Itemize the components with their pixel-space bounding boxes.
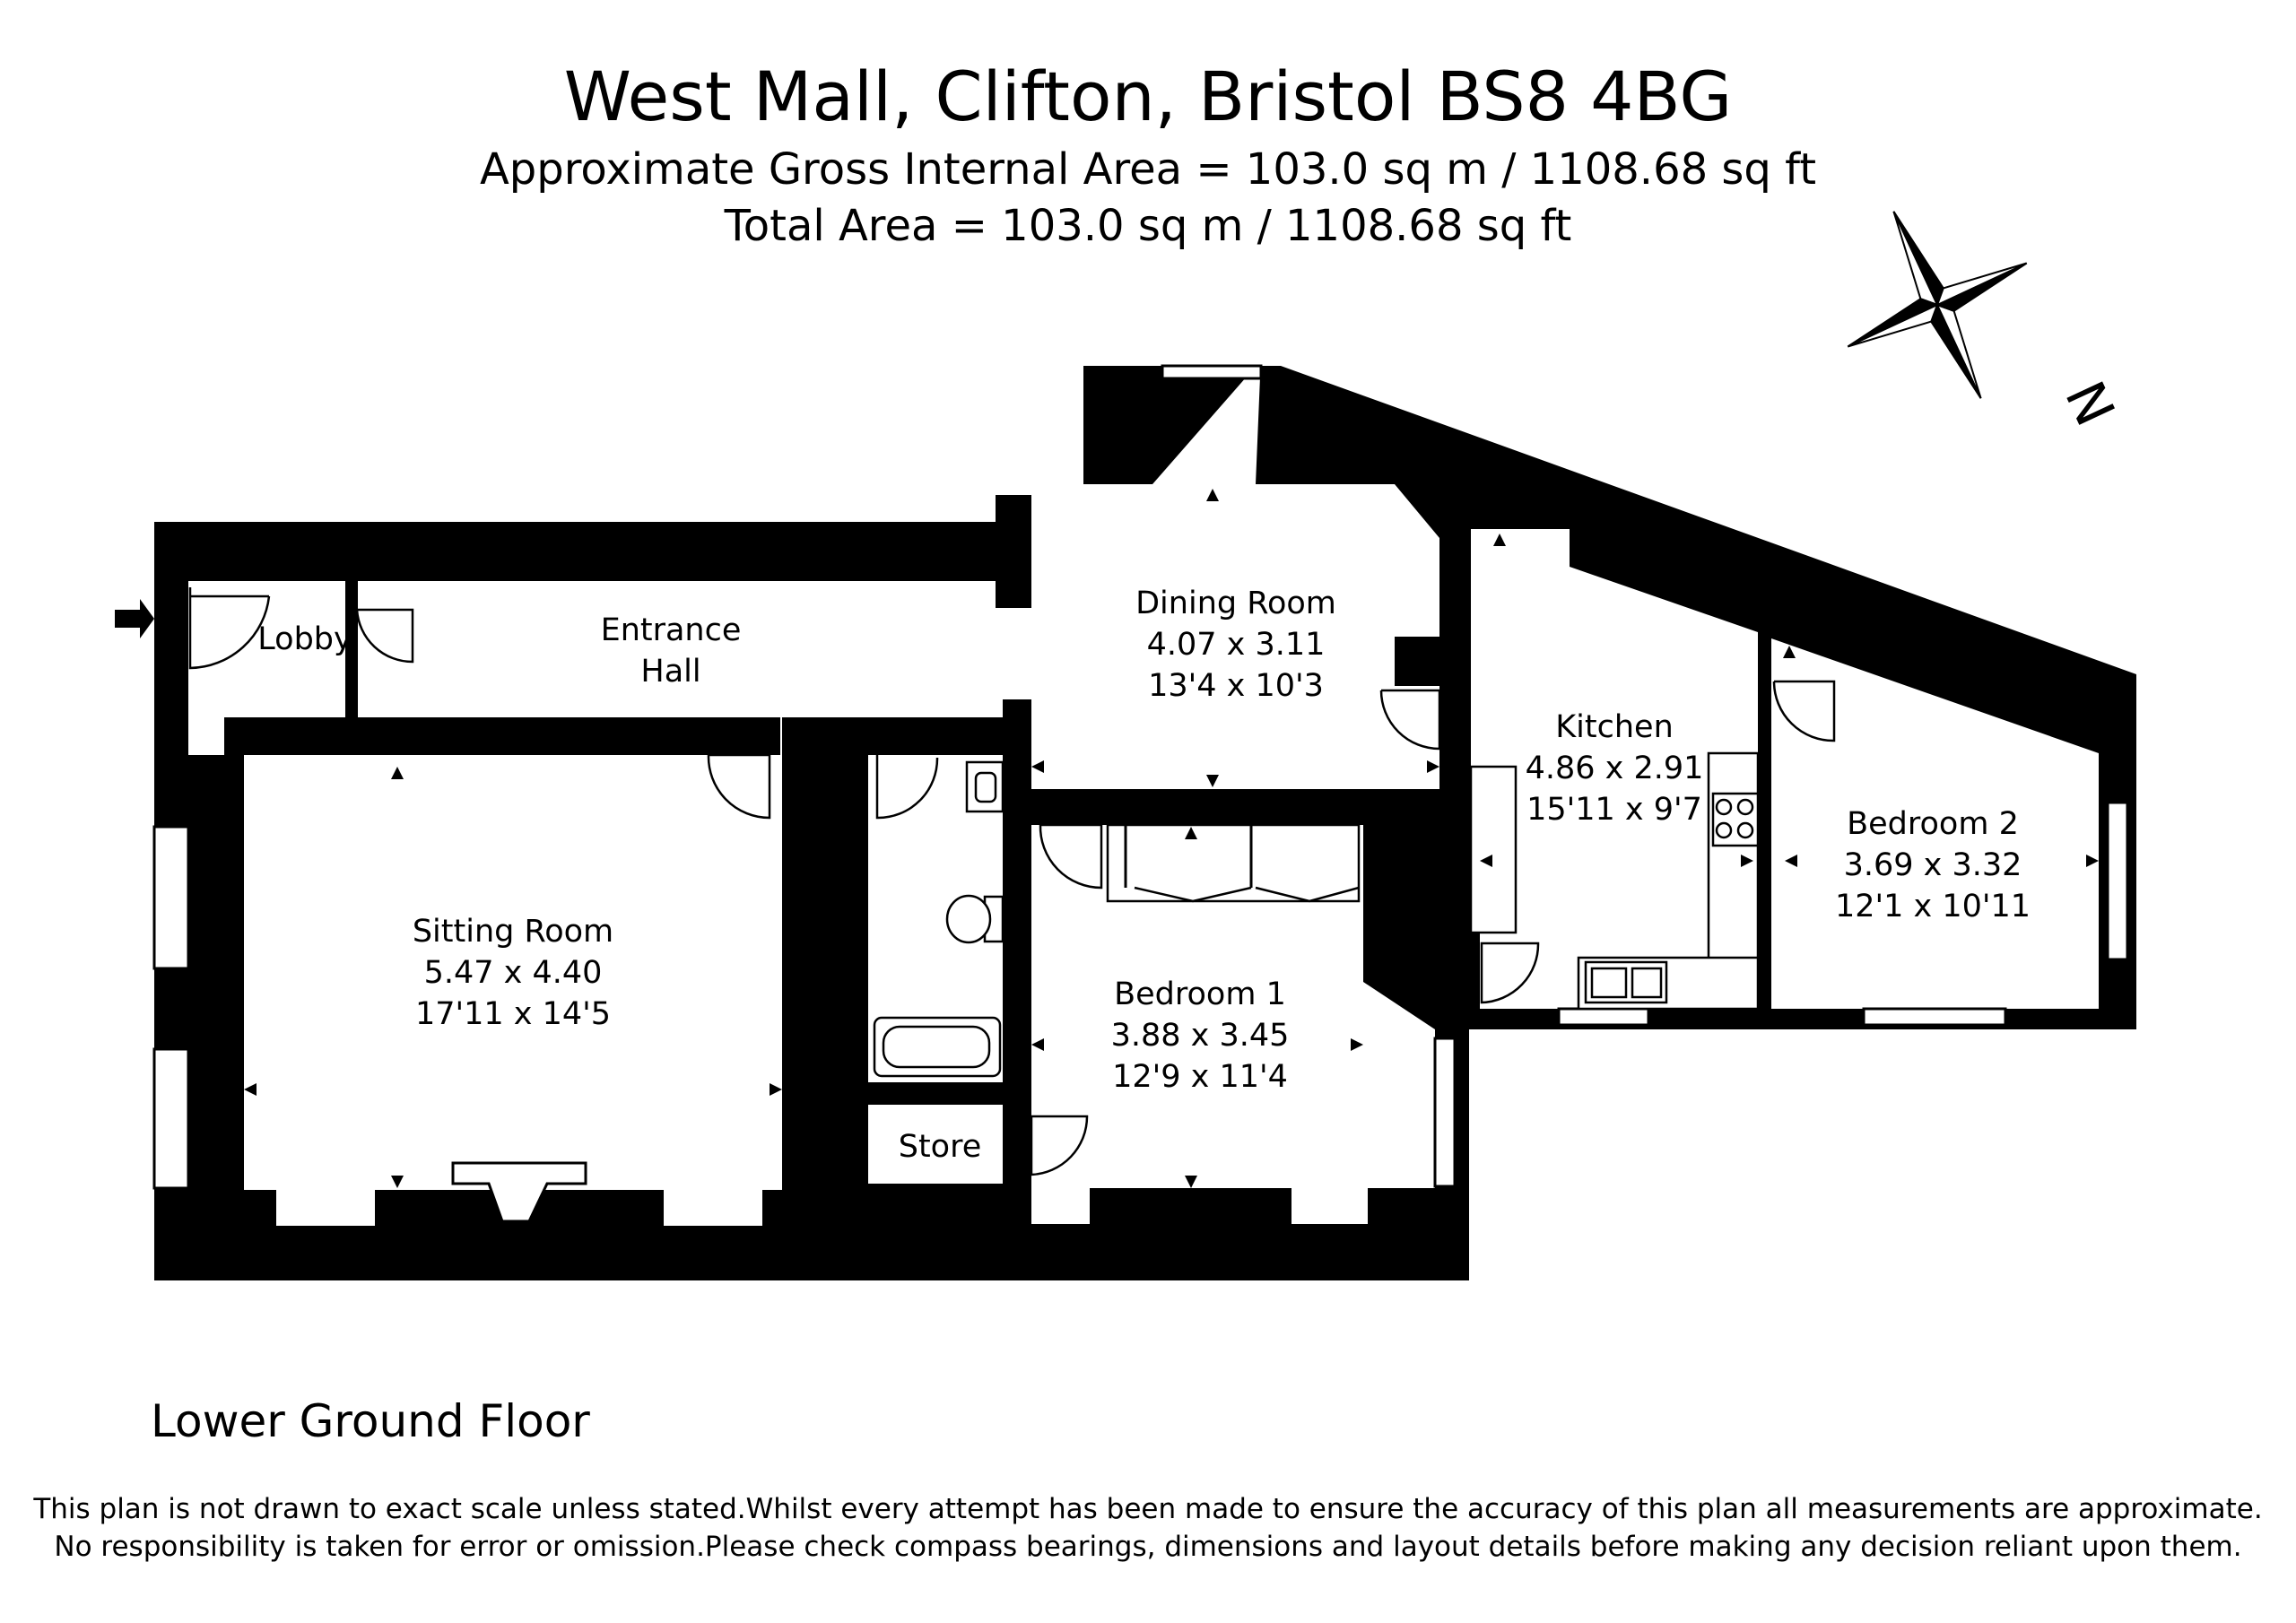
bedroom-1-metric: 3.88 x 3.45: [1111, 1018, 1290, 1054]
wall-lobby-partition: [345, 581, 358, 717]
sitting-room-name: Sitting Room: [413, 914, 613, 950]
sitting-room-metric: 5.47 x 4.40: [424, 955, 603, 991]
fireplace: [451, 1161, 587, 1223]
total-area: Total Area = 103.0 sq m / 1108.68 sq ft: [724, 201, 1572, 251]
bedroom-1-imperial: 12'9 x 11'4: [1112, 1059, 1288, 1095]
dining-room-name: Dining Room: [1135, 586, 1336, 621]
plan-title: West Mall, Clifton, Bristol BS8 4BG: [563, 56, 1733, 136]
door-dining-kitchen: [1379, 689, 1441, 751]
doors: [188, 587, 1836, 1176]
bedroom-2-imperial: 12'1 x 10'11: [1835, 889, 2031, 924]
kitchen-metric: 4.86 x 2.91: [1526, 751, 1704, 786]
compass-north-label: N: [2052, 372, 2126, 435]
wc-bowl: [945, 894, 992, 944]
entrance-hall-label-1: Entrance: [601, 612, 742, 648]
dining-room-imperial: 13'4 x 10'3: [1148, 668, 1324, 704]
compass-rose: [1847, 211, 2028, 399]
entrance-arrow: [115, 599, 154, 638]
bedroom-2-name: Bedroom 2: [1847, 806, 2019, 842]
windows: [152, 364, 2129, 1190]
bedroom-2-metric: 3.69 x 3.32: [1844, 847, 2022, 883]
dimension-markers: [244, 489, 2099, 1188]
store-label: Store: [899, 1129, 982, 1165]
door-kitchen-side: [1480, 942, 1540, 1004]
door-lobby: [355, 608, 414, 664]
fixtures: [873, 751, 1760, 1078]
kitchen-imperial: 15'11 x 9'7: [1526, 792, 1702, 828]
lobby-label: Lobby: [257, 621, 352, 657]
room-labels: Lobby Entrance Hall Dining Room 4.07 x 3…: [257, 586, 2031, 1165]
gross-internal-area: Approximate Gross Internal Area = 103.0 …: [479, 144, 1817, 195]
floor-label: Lower Ground Floor: [151, 1395, 590, 1447]
walls: [154, 366, 2136, 1280]
disclaimer-line-1: This plan is not drawn to exact scale un…: [33, 1493, 2263, 1525]
bedroom-1-name: Bedroom 1: [1114, 976, 1286, 1012]
door-front: [188, 587, 271, 670]
kitchen-name: Kitchen: [1555, 709, 1674, 745]
dining-room-metric: 4.07 x 3.11: [1147, 627, 1326, 663]
door-bedroom1: [1039, 823, 1103, 890]
door-bath: [875, 755, 939, 820]
disclaimer-line-2: No responsibility is taken for error or …: [54, 1531, 2242, 1563]
door-sitting: [707, 753, 771, 820]
entrance-hall-label-2: Hall: [640, 654, 700, 690]
sitting-room-imperial: 17'11 x 14'5: [415, 996, 611, 1032]
door-store: [1030, 1115, 1089, 1176]
door-bedroom2: [1772, 680, 1836, 742]
worktop: [1469, 765, 1518, 934]
